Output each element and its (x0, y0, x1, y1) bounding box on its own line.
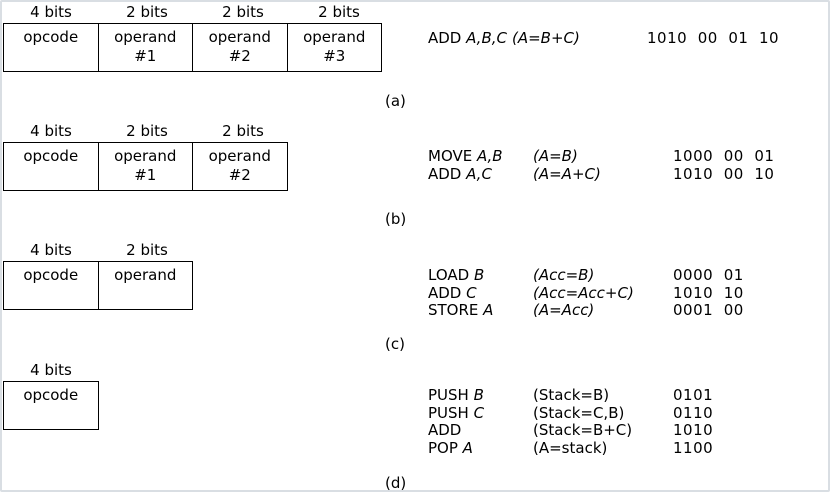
field-index: #2 (228, 47, 251, 65)
instruction-list: LOAD B (Acc=B) 0000 01 ADD C (Acc=Acc+C)… (428, 266, 744, 320)
field-opcode: opcode (4, 143, 99, 190)
field-label: operand (208, 28, 271, 46)
bit-width-label: 2 bits (126, 122, 168, 140)
field-operand: operand (99, 262, 193, 309)
bit-width-label: 2 bits (126, 3, 168, 21)
instruction-effect: (Stack=C,B) (533, 403, 625, 422)
caption: (a) (385, 92, 406, 110)
field-operand-1: operand#1 (99, 143, 193, 190)
bit-width-label: 4 bits (30, 361, 72, 379)
instruction-code: 1100 (673, 438, 714, 457)
field-operand-2: operand#2 (193, 143, 288, 190)
section-d: 4 bits opcode PUSH B (Stack=B) 0101 PUSH… (0, 360, 830, 492)
section-b: 4 bits 2 bits 2 bits opcode operand#1 op… (0, 121, 830, 231)
instruction-list: PUSH B (Stack=B) 0101 PUSH C (Stack=C,B)… (428, 386, 714, 458)
bit-widths: 4 bits 2 bits 2 bits 2 bits (3, 2, 387, 22)
field-label: opcode (23, 28, 79, 46)
instruction-code: 0101 (673, 386, 714, 404)
instruction-effect: (A=B) (533, 147, 578, 165)
bit-width-label: 2 bits (318, 3, 360, 21)
instruction-text: POP A (428, 438, 473, 457)
instruction-effect: (A=Acc) (533, 301, 595, 319)
caption: (b) (385, 210, 407, 228)
instruction-text: MOVE A,B (428, 147, 503, 165)
instruction-row: ADD A,B,C (A=B+C) 1010 00 01 10 (428, 29, 780, 48)
instruction-text: LOAD B (428, 266, 485, 284)
instruction-text: ADD A,C (428, 164, 492, 183)
instruction-row: MOVE A,B (A=B) 1000 00 01 (428, 147, 775, 166)
instruction-list: MOVE A,B (A=B) 1000 00 01 ADD A,C (A=A+C… (428, 147, 775, 184)
instruction-row: ADD (Stack=B+C) 1010 (428, 421, 714, 440)
instruction-row: POP A (A=stack) 1100 (428, 438, 714, 458)
instruction-code: 1010 00 01 10 (646, 29, 780, 47)
bit-widths: 4 bits (3, 360, 99, 380)
bit-widths: 4 bits 2 bits (3, 240, 195, 260)
field-label: opcode (23, 266, 79, 284)
field-label: operand (114, 147, 177, 165)
caption: (d) (385, 474, 407, 492)
instruction-text: ADD A,B,C (428, 29, 507, 47)
instruction-effect: (Acc=B) (533, 266, 595, 284)
instruction-row: ADD A,C (A=A+C) 1010 00 10 (428, 164, 775, 184)
field-operand-3: operand#3 (288, 24, 382, 71)
field-label: operand (303, 28, 366, 46)
instruction-code: 0001 00 (673, 301, 744, 319)
field-index: #2 (228, 166, 251, 184)
instruction-text: PUSH C (428, 403, 485, 422)
instruction-effect: (Stack=B) (533, 386, 610, 404)
instruction-text: ADD C (428, 283, 477, 302)
instruction-code: 1010 10 (673, 283, 744, 302)
instruction-code: 0000 01 (673, 266, 744, 284)
caption: (c) (385, 335, 405, 353)
instruction-list: ADD A,B,C (A=B+C) 1010 00 01 10 (428, 29, 780, 48)
section-a: 4 bits 2 bits 2 bits 2 bits opcode opera… (0, 2, 830, 112)
instruction-effect: (Acc=Acc+C) (533, 283, 634, 302)
field-label: opcode (23, 386, 79, 404)
field-label: operand (114, 266, 177, 284)
field-label: operand (208, 147, 271, 165)
instruction-row: STORE A (A=Acc) 0001 00 (428, 301, 744, 320)
section-c: 4 bits 2 bits opcode operand LOAD B (Acc… (0, 240, 830, 355)
instruction-code: 1010 (673, 421, 714, 439)
instruction-text: PUSH B (428, 386, 484, 404)
bit-width-label: 2 bits (126, 241, 168, 259)
instruction-format: opcode operand#1 operand#2 (3, 142, 288, 191)
instruction-code: 1010 00 10 (673, 164, 775, 183)
field-operand-2: operand#2 (193, 24, 288, 71)
field-label: opcode (23, 147, 79, 165)
field-opcode: opcode (4, 382, 99, 429)
instruction-effect: (Stack=B+C) (533, 421, 633, 439)
bit-width-label: 4 bits (30, 241, 72, 259)
field-index: #1 (134, 47, 157, 65)
instruction-text: ADD (428, 421, 462, 439)
bit-widths: 4 bits 2 bits 2 bits (3, 121, 291, 141)
instruction-code: 1000 00 01 (673, 147, 775, 165)
instruction-format: opcode operand#1 operand#2 operand#3 (3, 23, 382, 72)
field-index: #3 (323, 47, 346, 65)
bit-width-label: 2 bits (222, 122, 264, 140)
bit-width-label: 4 bits (30, 3, 72, 21)
instruction-effect: (A=A+C) (533, 164, 601, 183)
field-opcode: opcode (4, 24, 99, 71)
instruction-effect: (A=stack) (533, 438, 608, 457)
instruction-format: opcode (3, 381, 99, 430)
field-opcode: opcode (4, 262, 99, 309)
instruction-format: opcode operand (3, 261, 193, 310)
instruction-row: LOAD B (Acc=B) 0000 01 (428, 266, 744, 285)
field-operand-1: operand#1 (99, 24, 193, 71)
field-label: operand (114, 28, 177, 46)
instruction-row: PUSH B (Stack=B) 0101 (428, 386, 714, 405)
field-index: #1 (134, 166, 157, 184)
bit-width-label: 4 bits (30, 122, 72, 140)
instruction-row: ADD C (Acc=Acc+C) 1010 10 (428, 283, 744, 303)
bit-width-label: 2 bits (222, 3, 264, 21)
instruction-text: STORE A (428, 301, 494, 319)
instruction-code: 0110 (673, 403, 714, 422)
instruction-effect: (A=B+C) (511, 29, 580, 47)
instruction-row: PUSH C (Stack=C,B) 0110 (428, 403, 714, 423)
